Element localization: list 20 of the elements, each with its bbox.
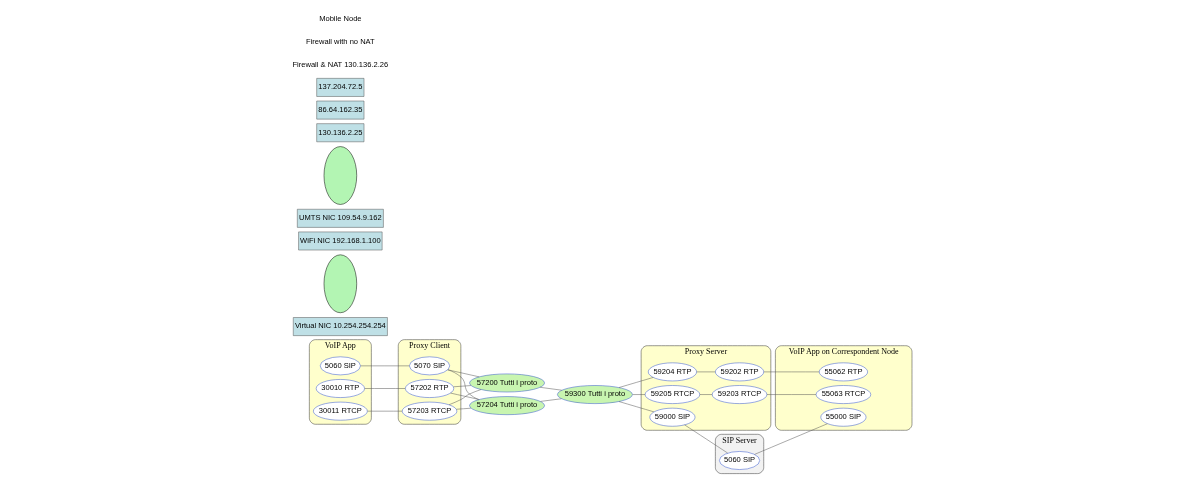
connector (618, 377, 654, 388)
connector (684, 424, 728, 454)
connector (456, 407, 472, 410)
node-ellipse (323, 146, 357, 205)
connector (618, 401, 655, 413)
connector (540, 398, 562, 402)
connector (632, 394, 646, 395)
connector (360, 365, 410, 367)
connector (763, 371, 820, 373)
connector (699, 394, 713, 395)
node-ellipse (323, 254, 357, 313)
connector (766, 394, 817, 395)
connector (453, 385, 472, 388)
connector (539, 387, 563, 391)
connector (450, 392, 480, 400)
connector (447, 369, 479, 400)
connector (754, 423, 828, 455)
connector (367, 410, 403, 412)
connector (364, 388, 406, 389)
connector (448, 389, 482, 405)
